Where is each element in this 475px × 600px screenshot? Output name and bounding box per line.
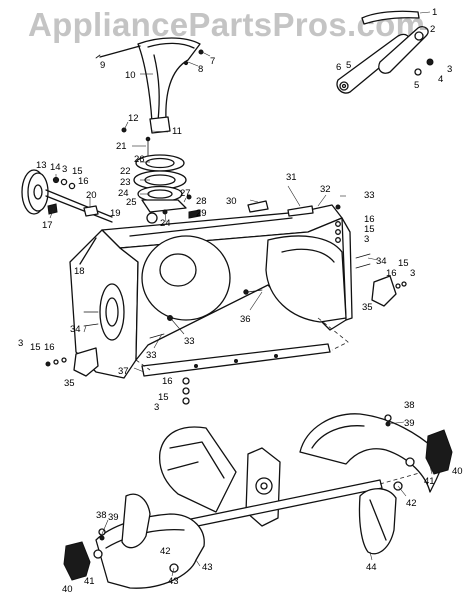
callout: 15 <box>398 258 409 269</box>
callout: 11 <box>172 126 182 137</box>
deflector-rod <box>99 45 141 58</box>
chute-ring-assembly <box>133 154 192 215</box>
callout: 17 <box>42 220 53 231</box>
callout: 16 <box>386 268 397 279</box>
callout: 22 <box>120 166 131 177</box>
callout: 3 <box>154 402 159 413</box>
callout: 21 <box>116 141 127 152</box>
callout: 13 <box>36 160 47 171</box>
callout: 3 <box>364 234 369 245</box>
callout: 1 <box>432 7 437 18</box>
callout: 5 <box>414 80 419 91</box>
callout: 3 <box>447 64 452 75</box>
watermark-logo: AppliancePartsPros.com <box>28 6 426 43</box>
callout: 32 <box>320 184 331 195</box>
callout: 35 <box>64 378 75 389</box>
callout: 25 <box>126 197 137 208</box>
callout-labels: 1 2 3 4 5 5 6 7 8 9 10 11 12 13 14 3 15 … <box>18 7 463 595</box>
callout: 15 <box>158 392 169 403</box>
callout: 42 <box>160 546 171 557</box>
callout: 41 <box>84 576 95 587</box>
callout: 24 <box>160 218 171 229</box>
callout: 31 <box>286 172 297 183</box>
callout: 26 <box>134 154 145 165</box>
callout: 2 <box>430 24 435 35</box>
callout: 43 <box>168 576 179 587</box>
callout: 16 <box>162 376 173 387</box>
callout: 41 <box>424 476 435 487</box>
callout: 36 <box>240 314 251 325</box>
callout: 3 <box>410 268 415 279</box>
callout: 4 <box>438 74 443 85</box>
callout: 16 <box>364 214 375 225</box>
callout: 37 <box>118 366 129 377</box>
callout: 5 <box>346 60 351 71</box>
callout: 14 <box>50 162 61 173</box>
callout: 30 <box>226 196 237 207</box>
callout: 33 <box>146 350 157 361</box>
callout: 33 <box>184 336 195 347</box>
callout: 19 <box>110 208 121 219</box>
auger-gear-left <box>63 541 91 581</box>
callout: 38 <box>404 400 415 411</box>
callout: 34 <box>70 324 81 335</box>
callout: 20 <box>86 190 97 201</box>
callout: 33 <box>364 190 375 201</box>
auger-gear-right <box>425 429 453 475</box>
callout: 40 <box>452 466 463 477</box>
callout: 39 <box>404 418 415 429</box>
callout: 6 <box>336 62 341 73</box>
callout: 39 <box>108 512 119 523</box>
skid-shoe-left <box>73 347 99 377</box>
callout: 35 <box>362 302 373 313</box>
callout: 12 <box>128 113 139 124</box>
callout: 16 <box>44 342 55 353</box>
callout: 15 <box>364 224 375 235</box>
callout: 44 <box>366 562 377 573</box>
callout: 10 <box>125 70 136 81</box>
callout: 3 <box>62 164 67 175</box>
discharge-chute <box>137 37 201 134</box>
callout: 43 <box>202 562 213 573</box>
callout: 29 <box>196 208 207 219</box>
auger-housing <box>69 204 353 379</box>
chute-crank-assembly <box>336 10 434 94</box>
callout: 15 <box>72 166 83 177</box>
callout: 28 <box>196 196 207 207</box>
callout: 23 <box>120 177 131 188</box>
callout: 7 <box>210 56 215 67</box>
skid-shoe-right <box>371 275 397 307</box>
callout: 42 <box>406 498 417 509</box>
callout: 38 <box>96 510 107 521</box>
callout: 34 <box>376 256 387 267</box>
callout: 15 <box>30 342 41 353</box>
callout: 16 <box>78 176 89 187</box>
callout: 18 <box>74 266 85 277</box>
callout: 9 <box>100 60 105 71</box>
auger-left <box>95 493 205 589</box>
callout: 8 <box>198 64 203 75</box>
callout: 40 <box>62 584 73 595</box>
callout: 27 <box>180 188 191 199</box>
drive-pulley-assembly <box>21 169 113 223</box>
callout: 3 <box>18 338 23 349</box>
auger-right <box>299 413 445 555</box>
callout: 24 <box>118 188 129 199</box>
